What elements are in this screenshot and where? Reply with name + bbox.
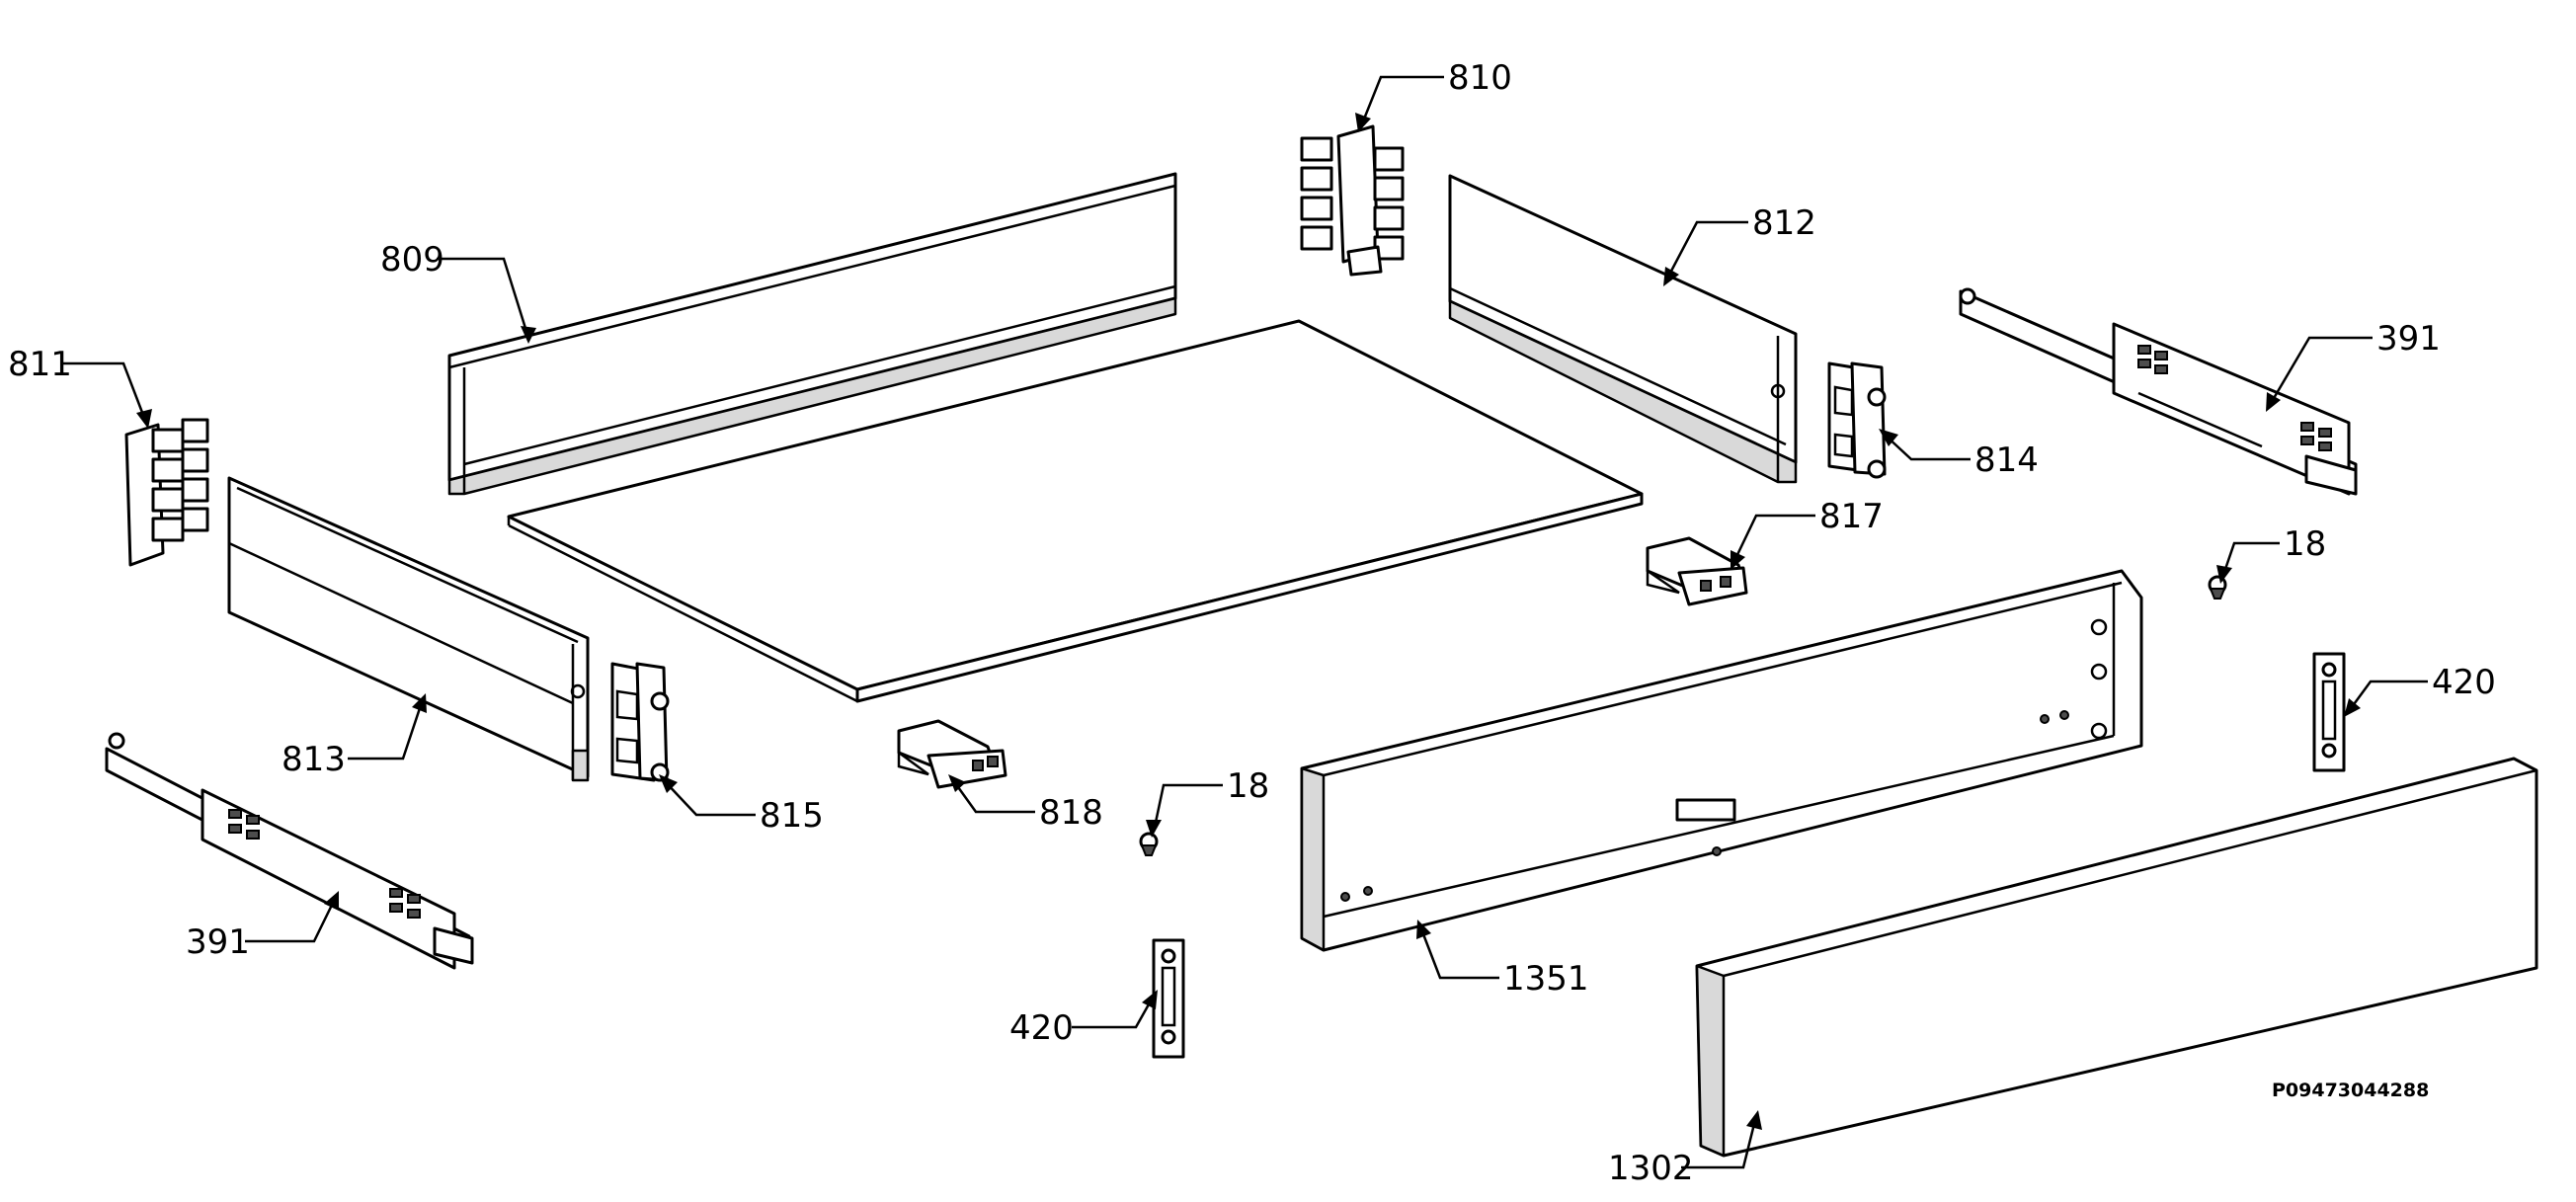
leaders — [61, 75, 2428, 1169]
callout-818: 818 — [1039, 793, 1103, 833]
runner-left-holes — [228, 809, 421, 919]
callout-810: 810 — [1448, 58, 1512, 98]
callout-1302: 1302 — [1608, 1149, 1694, 1188]
part-814-connector-right — [1827, 361, 1887, 479]
part-1302-front-panel — [1695, 757, 2538, 1158]
callout-813: 813 — [282, 740, 346, 779]
part-drawer-bottom — [507, 319, 1644, 703]
part-818-bracket — [897, 719, 1007, 789]
part-18-screw-center — [1139, 832, 1159, 856]
part-811-clip — [124, 418, 209, 567]
part-813-side-panel-left — [227, 476, 590, 782]
callout-391-right: 391 — [2376, 319, 2441, 359]
part-420-handle-left — [1152, 938, 1185, 1059]
part-810-clip — [1300, 124, 1405, 277]
callout-1351: 1351 — [1503, 959, 1589, 999]
callout-814: 814 — [1974, 441, 2039, 480]
callout-812: 812 — [1752, 203, 1816, 243]
callout-811: 811 — [8, 345, 72, 384]
callout-809: 809 — [380, 240, 444, 280]
runner-right-holes — [2137, 345, 2332, 451]
callout-817: 817 — [1819, 497, 1884, 536]
callout-420-right: 420 — [2432, 663, 2496, 702]
callout-391-left: 391 — [186, 922, 250, 962]
part-812-side-panel-right — [1448, 174, 1798, 484]
callout-18-right: 18 — [2284, 524, 2326, 564]
part-817-bracket — [1646, 536, 1748, 606]
callout-420-left: 420 — [1009, 1008, 1074, 1048]
part-391-runner-right — [1959, 287, 2358, 496]
drawing-code: P09473044288 — [2272, 1080, 2429, 1101]
part-809-back-panel — [447, 172, 1177, 496]
part-391-runner-left — [105, 732, 474, 970]
part-1351-inner-front-panel — [1300, 569, 2143, 952]
part-420-handle-right — [2312, 652, 2346, 772]
callout-18-center: 18 — [1227, 766, 1269, 806]
part-815-connector-left — [610, 662, 670, 782]
callout-815: 815 — [760, 796, 824, 836]
callout-labels: 809 810 811 812 813 814 815 817 818 391 … — [8, 58, 2496, 1188]
